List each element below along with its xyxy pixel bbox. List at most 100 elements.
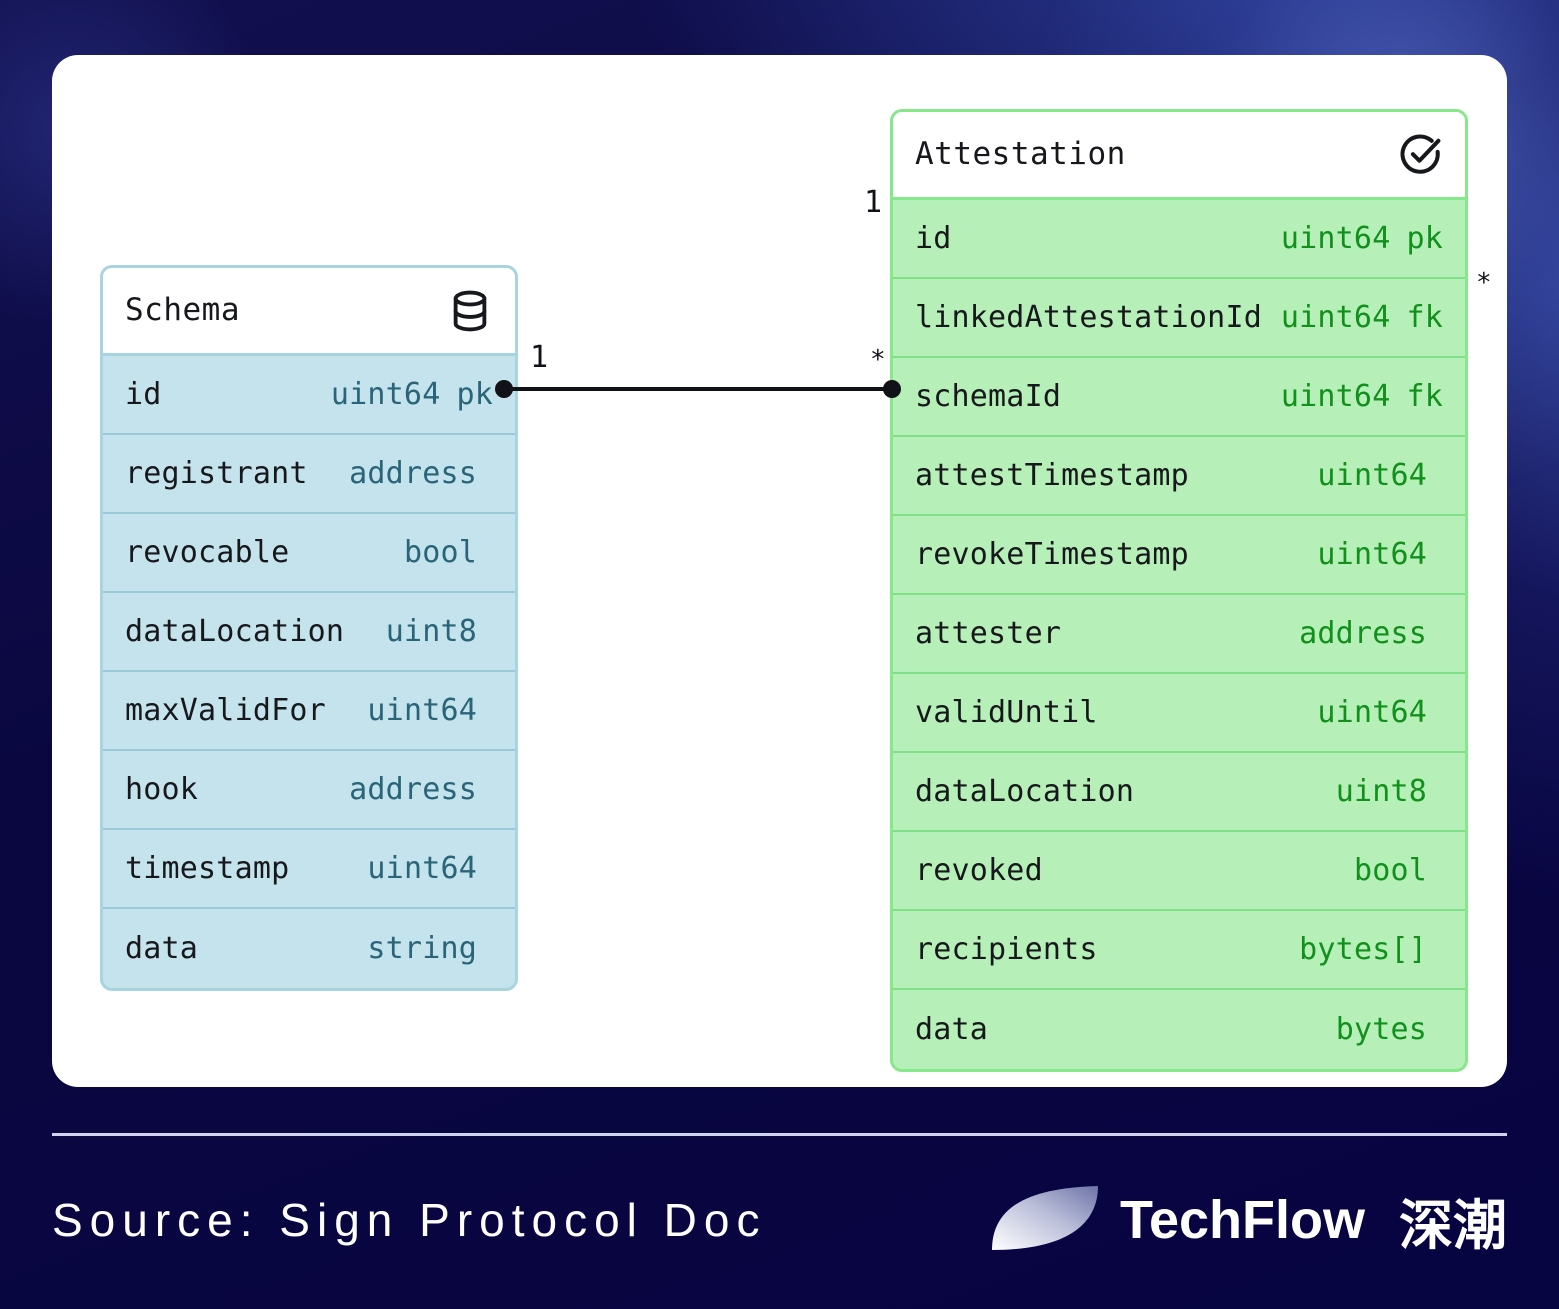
field-datatype: bool [403,535,477,570]
field-type: uint64 fk [1281,379,1443,414]
table-row[interactable]: timestamp uint64 [103,830,515,909]
field-datatype: address [349,456,477,491]
field-datatype: uint64 [1317,695,1427,730]
table-row[interactable]: registrant address [103,435,515,514]
field-type: uint8 [386,614,493,649]
table-row[interactable]: schemaId uint64 fk [893,358,1465,437]
field-datatype: bytes [1335,1012,1427,1047]
field-datatype: address [349,772,477,807]
field-datatype: bytes[] [1299,932,1427,967]
field-type: uint64 fk [1281,300,1443,335]
field-type: uint64 [1317,458,1443,493]
field-datatype: bool [1353,853,1427,888]
field-type: string [367,931,493,966]
table-row[interactable]: attestTimestamp uint64 [893,437,1465,516]
table-row[interactable]: id uint64 pk [103,356,515,435]
cardinality-schema-one: 1 [530,340,549,375]
field-name: dataLocation [125,614,345,649]
table-row[interactable]: attester address [893,595,1465,674]
field-datatype: uint64 [367,693,477,728]
field-name: attestTimestamp [915,458,1189,493]
field-key: fk [1406,300,1443,335]
table-row[interactable]: dataLocation uint8 [103,593,515,672]
field-name: attester [915,616,1062,651]
check-circle-icon [1397,132,1443,178]
field-name: data [915,1012,989,1047]
footer: Source: Sign Protocol Doc TechFlow 深潮 [52,1170,1507,1270]
field-type: address [1299,616,1443,651]
field-key: pk [1406,221,1443,256]
entity-attestation[interactable]: Attestation id uint64 pk linkedAttestatio… [890,109,1468,1072]
field-name: linkedAttestationId [915,300,1262,335]
field-type: bytes[] [1299,932,1443,967]
field-type: uint8 [1336,774,1443,809]
table-row[interactable]: id uint64 pk [893,200,1465,279]
field-type: uint64 [1317,695,1443,730]
entity-schema[interactable]: Schema id uint64 pk registrant address re… [100,265,518,991]
field-name: id [915,221,952,256]
table-row[interactable]: dataLocation uint8 [893,753,1465,832]
field-type: uint64 pk [331,377,493,412]
field-type: address [349,772,493,807]
brand-name-cn: 深潮 [1399,1193,1507,1257]
field-name: id [125,377,162,412]
field-datatype: uint64 [1317,537,1427,572]
field-datatype: uint64 [1280,379,1391,414]
field-type: uint64 [367,693,493,728]
field-name: maxValidFor [125,693,326,728]
field-datatype: uint64 [330,377,441,412]
field-datatype: uint64 [1280,221,1391,256]
entity-schema-title: Schema [125,292,240,328]
field-name: recipients [915,932,1098,967]
field-datatype: uint64 [1280,300,1391,335]
cardinality-attestation-many: * [870,345,886,375]
table-row[interactable]: data bytes [893,990,1465,1069]
entity-schema-header: Schema [103,268,515,356]
source-label: Source: Sign Protocol Doc [52,1194,767,1246]
field-type: uint64 [1317,537,1443,572]
cardinality-attestation-self-many: * [1476,268,1492,298]
brand-name: TechFlow [1119,1190,1365,1250]
field-datatype: uint8 [1335,774,1427,809]
field-type: uint64 pk [1281,221,1443,256]
techflow-mark-icon [990,1180,1100,1260]
table-row[interactable]: data string [103,909,515,988]
field-name: revokeTimestamp [915,537,1189,572]
field-type: bytes [1336,1012,1443,1047]
field-type: address [349,456,493,491]
table-row[interactable]: hook address [103,751,515,830]
entity-attestation-header: Attestation [893,112,1465,200]
field-type: uint64 [367,851,493,886]
field-name: data [125,931,199,966]
diagram-card: Schema id uint64 pk registrant address re… [52,55,1507,1087]
table-row[interactable]: revoked bool [893,832,1465,911]
field-datatype: uint8 [385,614,477,649]
field-key: pk [456,377,493,412]
field-name: revoked [915,853,1043,888]
field-key: fk [1406,379,1443,414]
footer-divider [52,1133,1507,1136]
field-datatype: uint64 [1317,458,1427,493]
field-name: hook [125,772,199,807]
field-name: dataLocation [915,774,1135,809]
cardinality-attestation-self-one: 1 [864,185,883,220]
field-type: bool [1354,853,1443,888]
field-type: bool [404,535,493,570]
table-row[interactable]: linkedAttestationId uint64 fk [893,279,1465,358]
entity-attestation-title: Attestation [915,136,1126,172]
table-row[interactable]: revocable bool [103,514,515,593]
table-row[interactable]: revokeTimestamp uint64 [893,516,1465,595]
field-datatype: string [367,931,477,966]
table-row[interactable]: recipients bytes[] [893,911,1465,990]
table-row[interactable]: maxValidFor uint64 [103,672,515,751]
field-name: registrant [125,456,308,491]
brand-logo: TechFlow 深潮 [990,1180,1507,1260]
table-row[interactable]: validUntil uint64 [893,674,1465,753]
field-name: revocable [125,535,290,570]
field-datatype: uint64 [367,851,477,886]
field-name: schemaId [915,379,1062,414]
field-name: timestamp [125,851,290,886]
database-icon [447,288,493,334]
field-datatype: address [1299,616,1427,651]
field-name: validUntil [915,695,1098,730]
